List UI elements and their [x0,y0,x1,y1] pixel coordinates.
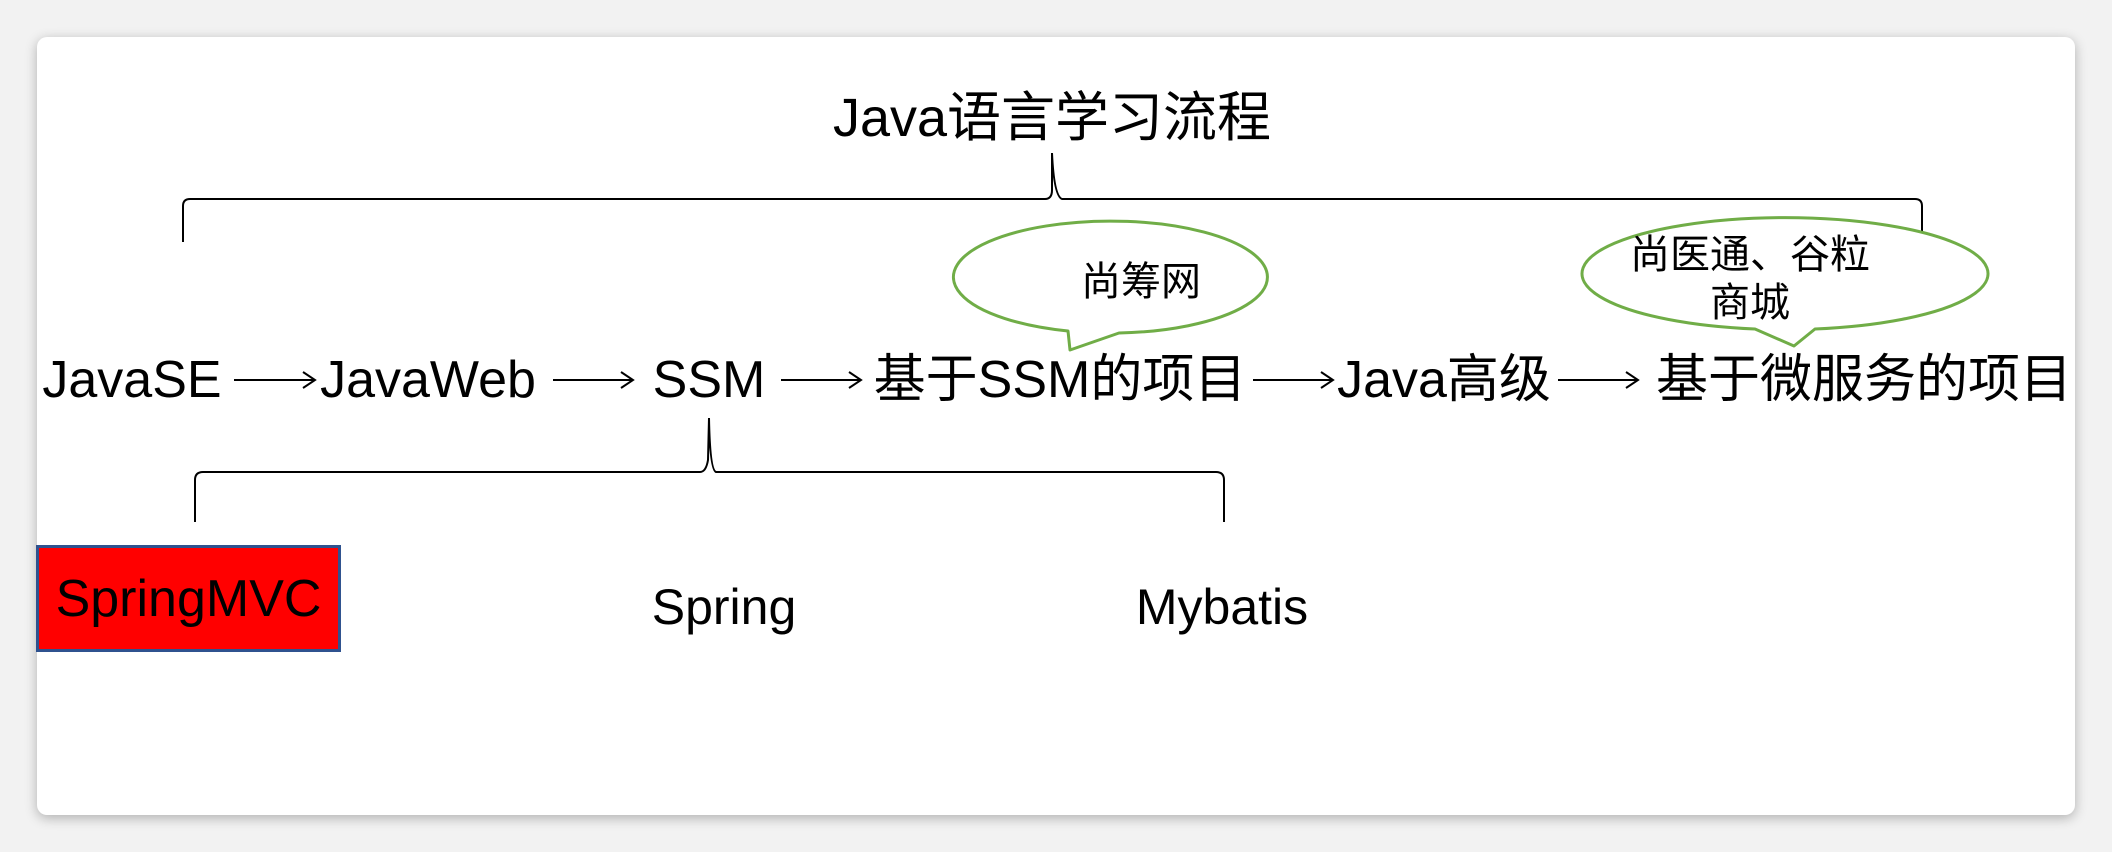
ssm-component-springmvc: SpringMVC [55,569,322,628]
springmvc-highlight-box: SpringMVC [36,545,341,652]
ssm-brace [194,417,1225,522]
callout-text-microservice: 尚医通、谷粒 商城 [1630,231,1870,327]
arrow-javaweb-ssm [553,371,635,389]
callout-text-line-1: 尚医通、谷粒 [1630,233,1870,277]
arrow-advanced-microservice [1558,371,1640,389]
diagram-canvas [37,37,2075,815]
callout-bubble-ssm-project [951,219,1269,352]
stage-ssm-project: 基于SSM的项目 [873,351,1247,409]
stage-javaweb: JavaWeb [320,351,536,409]
stage-ssm: SSM [652,351,766,409]
stage-microservice-project: 基于微服务的项目 [1655,351,2073,409]
ssm-component-spring: Spring [651,579,797,635]
callout-text-ssm-project: 尚筹网 [1081,260,1201,304]
top-brace [182,152,1923,242]
flow-arrows [234,371,1640,389]
arrow-javase-javaweb [234,371,317,389]
stage-java-advanced: Java高级 [1337,351,1551,409]
arrow-ssm-project [781,371,863,389]
diagram-title: Java语言学习流程 [832,88,1272,148]
ssm-component-mybatis: Mybatis [1135,579,1309,635]
callout-bubble-microservice [1580,216,1990,348]
stage-javase: JavaSE [42,351,222,409]
callout-text-line-2: 商城 [1710,281,1790,325]
arrow-project-advanced [1253,371,1335,389]
